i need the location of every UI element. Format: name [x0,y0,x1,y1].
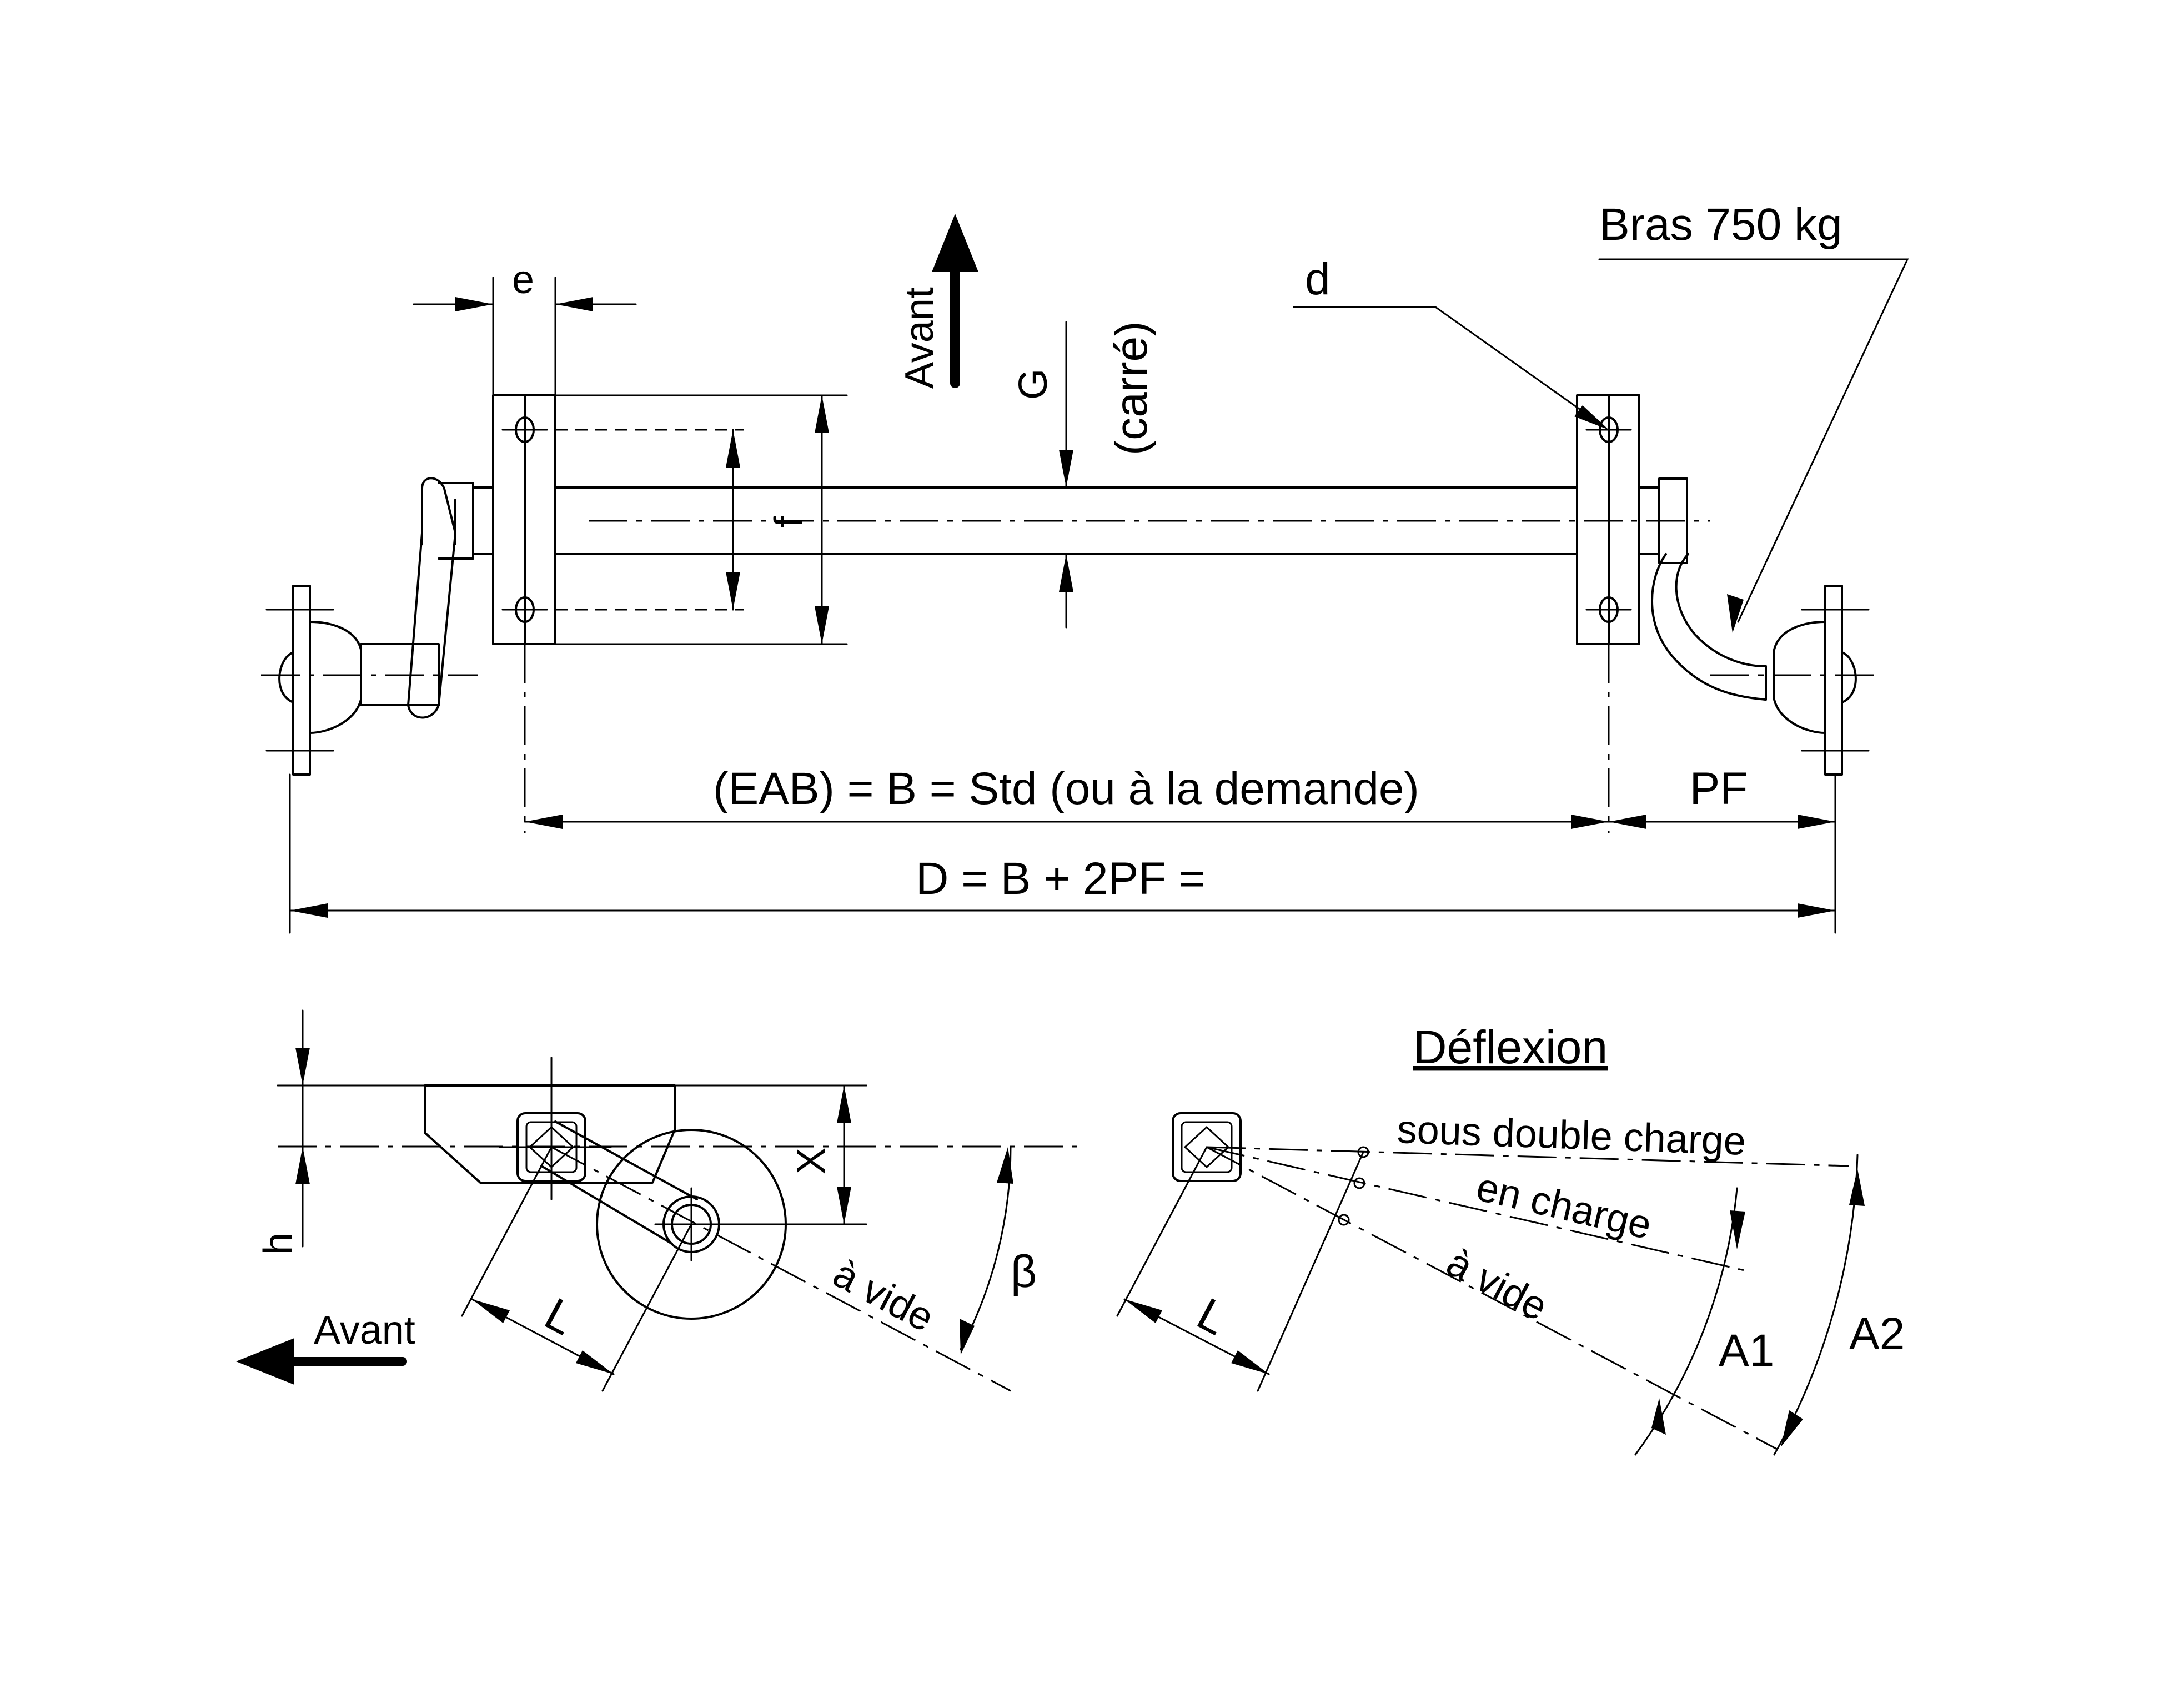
a-vide-label-right: à vide [1439,1240,1554,1329]
deflexion-title: Déflexion [1413,1021,1608,1073]
h-label: h [256,1233,300,1255]
right-wheel-hub [1710,585,1877,776]
axle-tube [554,486,1710,555]
angle-beta [960,1146,1013,1355]
a2-label: A2 [1849,1309,1905,1359]
d-formula-label: D = B + 2PF = [916,853,1206,904]
dimension-pf [1608,773,1836,934]
deflexion-view: Déflexion L sous double charge en charge… [1116,1021,1905,1456]
dimension-d [289,773,1836,934]
l-label-right: L [1189,1289,1236,1345]
ray-sous-double-charge [1206,1146,1850,1167]
left-wheel-hub [261,585,478,776]
dimension-bracket-height [554,394,848,645]
dimension-x [674,1084,867,1225]
g-label: G [1011,369,1056,400]
dimension-e [413,277,637,396]
dimension-eab [524,644,1610,833]
side-square-tube [499,1057,612,1200]
axle-side-view: h X L β à vide [236,1009,1077,1392]
ray-a-vide [1206,1146,1778,1450]
forward-arrow-top [932,214,978,388]
right-swing-arm [1638,477,1767,701]
a1-label: A1 [1719,1325,1774,1376]
a-vide-label-left: à vide [826,1251,941,1340]
carre-label: (carré) [1106,321,1157,455]
leader-d [1293,306,1609,430]
eab-label: (EAB) = B = Std (ou à la demande) [713,763,1419,814]
angle-a1 [1634,1187,1745,1456]
bras-label: Bras 750 kg [1599,199,1842,250]
right-mounting-bracket [1576,394,1640,645]
dimension-f [726,429,740,611]
pf-label: PF [1690,763,1748,814]
side-bracket [424,1084,676,1184]
x-label: X [789,1148,834,1174]
dimension-l-left [461,1146,692,1392]
dimension-h [295,1009,310,1248]
e-label: e [512,258,534,302]
left-mounting-bracket [492,394,744,645]
dimension-l-right [1116,1146,1364,1392]
l-label-left: L [537,1289,583,1345]
f-label: f [767,516,811,527]
axle-top-view: Avant [261,199,1909,934]
ray-en-charge [1206,1146,1750,1273]
leader-bras [1598,258,1909,633]
d-label: d [1305,254,1331,304]
angle-a2 [1773,1154,1865,1456]
avant-label-top: Avant [897,287,942,389]
forward-arrow-bottom [236,1338,407,1385]
dimension-g [1059,321,1073,629]
left-swing-arm [360,477,494,719]
avant-label-bottom: Avant [314,1308,415,1353]
beta-label: β [1011,1246,1037,1297]
side-swing-arm [540,1120,698,1245]
sous-double-charge-label: sous double charge [1396,1107,1746,1164]
en-charge-label: en charge [1472,1165,1655,1248]
